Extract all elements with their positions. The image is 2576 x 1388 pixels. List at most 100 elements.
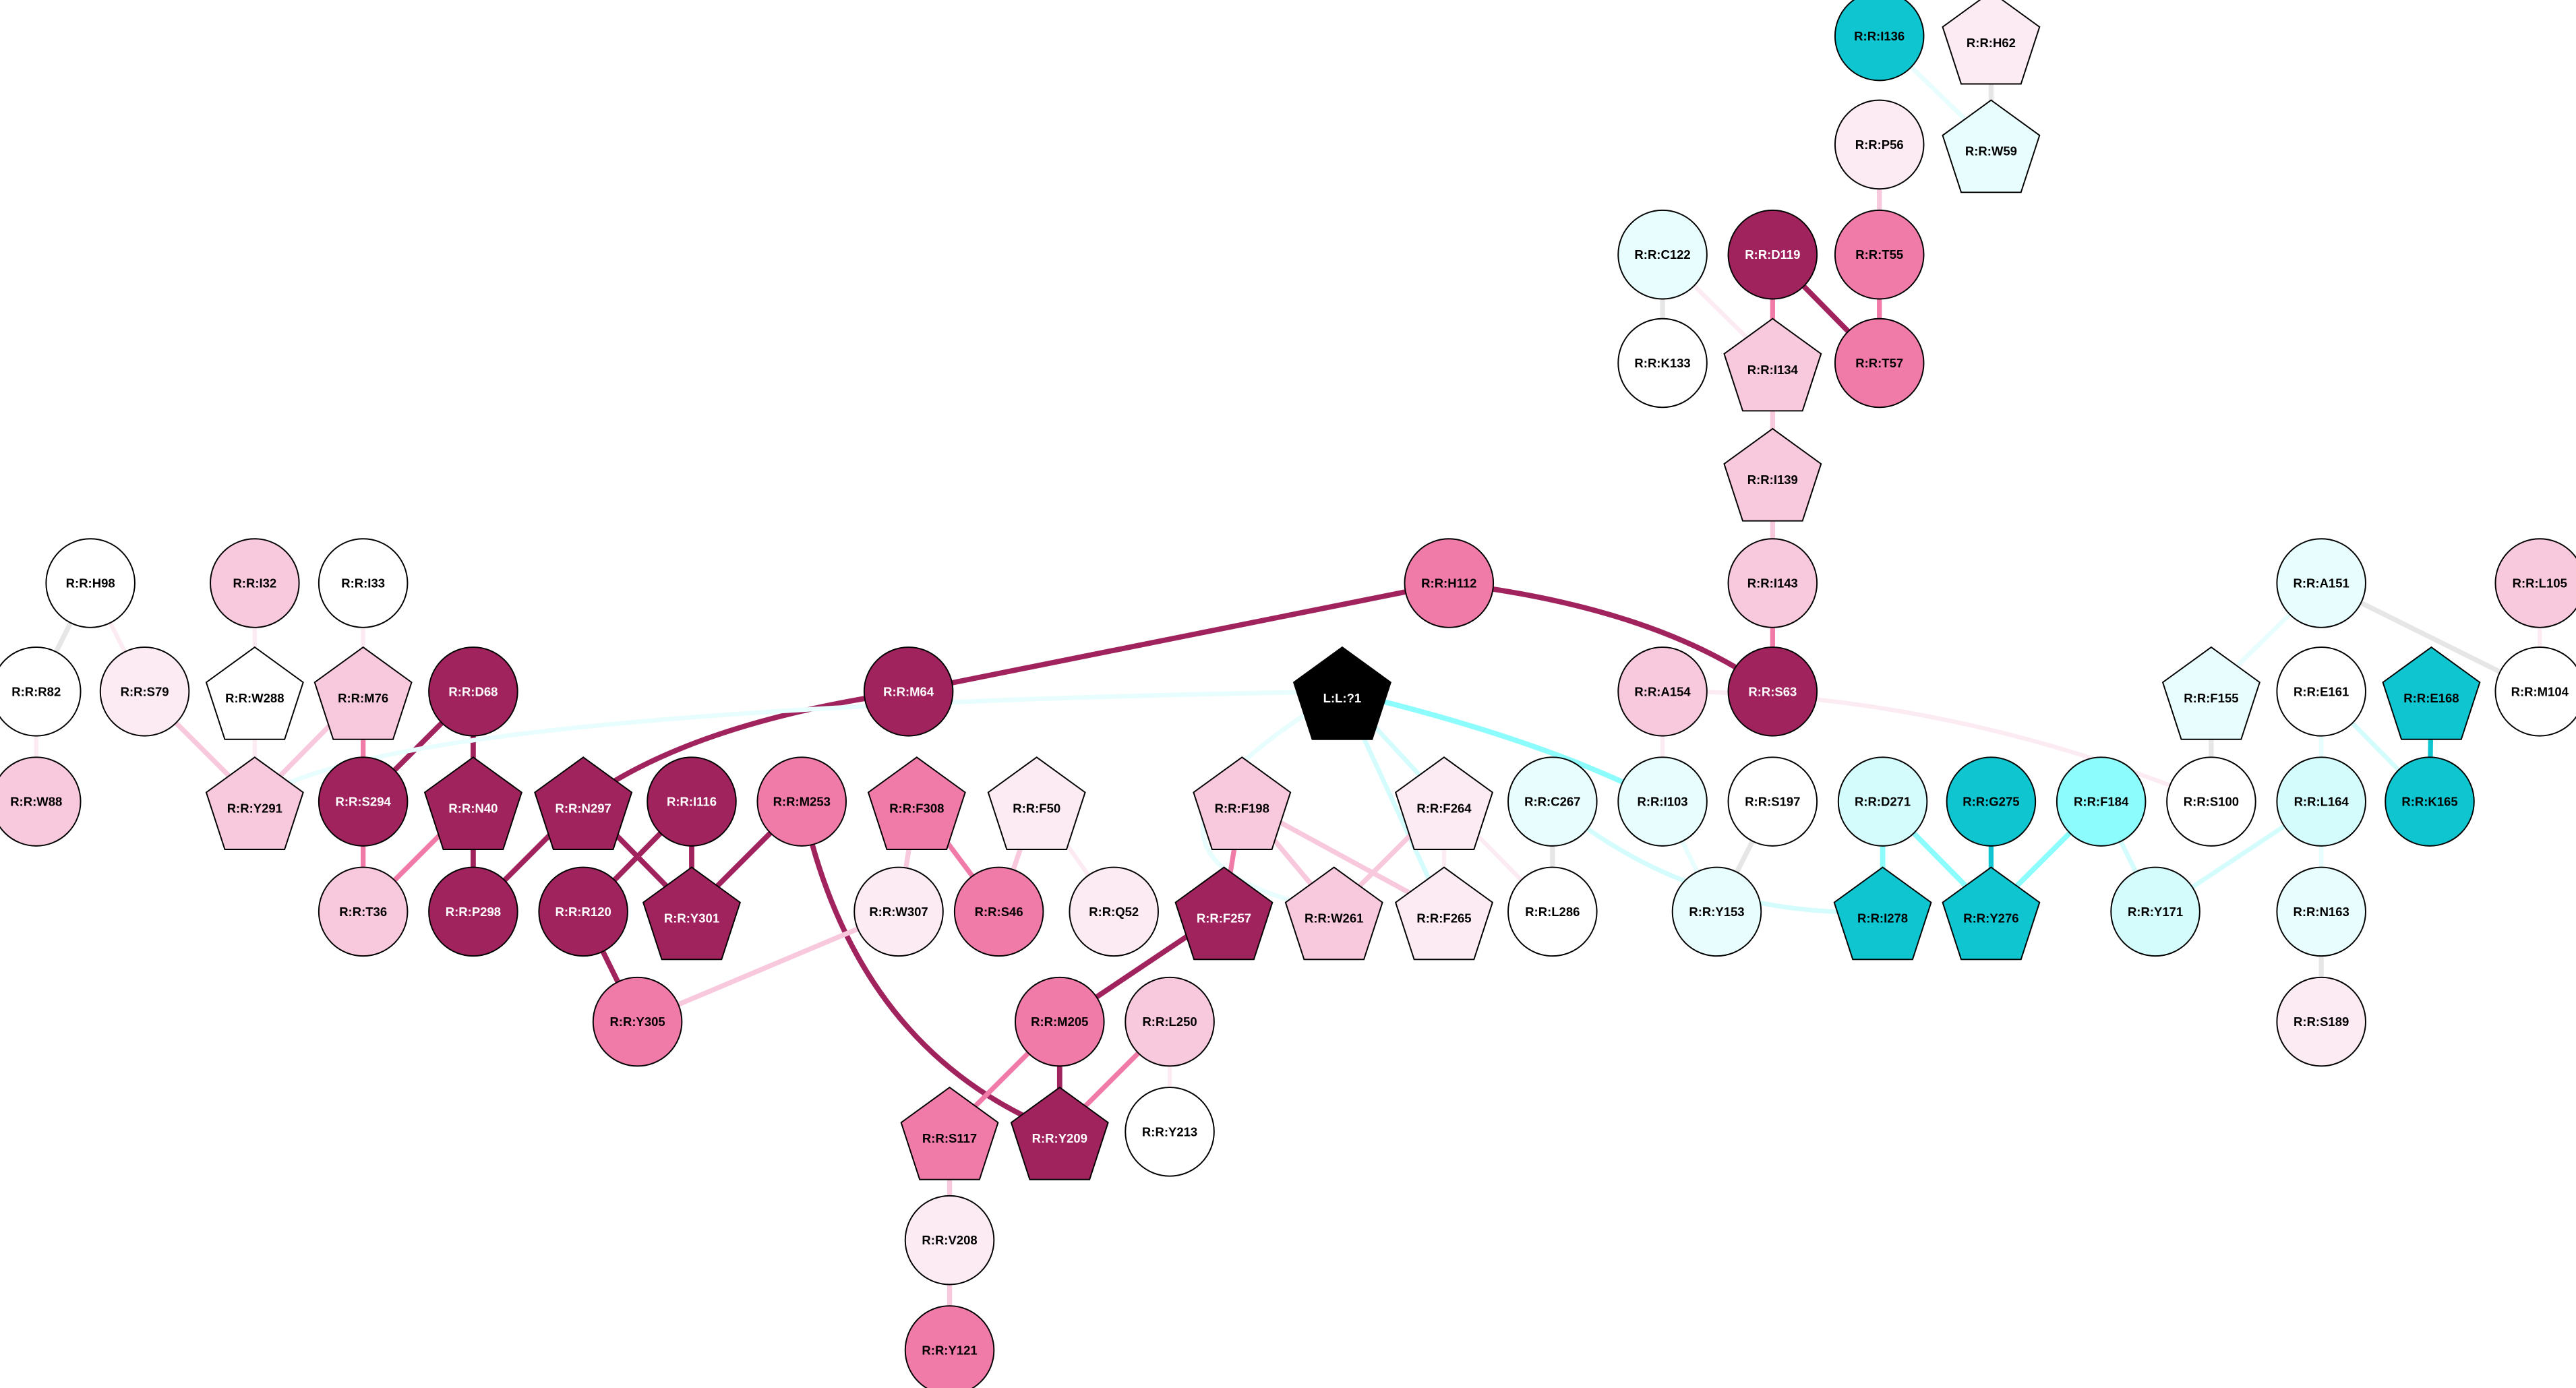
node-r-r-l250[interactable]: R:R:L250 xyxy=(1125,976,1215,1067)
node-label: R:R:I136 xyxy=(1854,29,1905,43)
node-r-r-w307[interactable]: R:R:W307 xyxy=(853,866,944,957)
node-label: R:R:Y171 xyxy=(2128,905,2183,919)
node-r-r-d119[interactable]: R:R:D119 xyxy=(1727,209,1818,300)
node-r-r-d68[interactable]: R:R:D68 xyxy=(428,646,518,737)
node-r-r-m253[interactable]: R:R:M253 xyxy=(756,756,847,847)
node-r-r-s294[interactable]: R:R:S294 xyxy=(318,756,409,847)
node-label: R:R:L105 xyxy=(2513,576,2567,591)
node-r-r-y301[interactable]: R:R:Y301 xyxy=(642,866,742,961)
node-label: R:R:S79 xyxy=(121,684,169,698)
node-r-r-n40[interactable]: R:R:N40 xyxy=(423,756,522,850)
node-r-r-a154[interactable]: R:R:A154 xyxy=(1617,646,1708,737)
node-r-r-i103[interactable]: R:R:I103 xyxy=(1617,756,1708,847)
node-r-r-y276[interactable]: R:R:Y276 xyxy=(1942,866,2041,961)
node-r-r-f308[interactable]: R:R:F308 xyxy=(867,756,966,850)
node-r-r-d271[interactable]: R:R:D271 xyxy=(1837,756,1928,847)
node-r-r-f155[interactable]: R:R:F155 xyxy=(2161,646,2260,740)
node-r-r-q52[interactable]: R:R:Q52 xyxy=(1069,866,1159,957)
node-r-r-k133[interactable]: R:R:K133 xyxy=(1617,318,1708,409)
node-r-r-t36[interactable]: R:R:T36 xyxy=(318,866,409,957)
node-r-r-f50[interactable]: R:R:F50 xyxy=(987,756,1086,850)
node-r-r-c267[interactable]: R:R:C267 xyxy=(1507,756,1598,847)
node-r-r-y121[interactable]: R:R:Y121 xyxy=(904,1305,995,1388)
node-label: R:R:C267 xyxy=(1524,795,1580,809)
node-r-r-w288[interactable]: R:R:W288 xyxy=(205,646,304,740)
node-r-r-f257[interactable]: R:R:F257 xyxy=(1174,866,1274,961)
node-label: R:R:I143 xyxy=(1747,576,1798,591)
node-r-r-f265[interactable]: R:R:F265 xyxy=(1394,866,1494,961)
node-r-r-t57[interactable]: R:R:T57 xyxy=(1834,318,1925,409)
node-r-r-y209[interactable]: R:R:Y209 xyxy=(1010,1086,1109,1180)
node-r-r-e161[interactable]: R:R:E161 xyxy=(2276,646,2366,737)
node-r-r-m64[interactable]: R:R:M64 xyxy=(863,646,954,737)
node-r-r-l164[interactable]: R:R:L164 xyxy=(2276,756,2366,847)
node-r-r-i143[interactable]: R:R:I143 xyxy=(1727,538,1818,628)
node-r-r-h112[interactable]: R:R:H112 xyxy=(1404,538,1495,628)
node-l-l-1[interactable]: L:L:?1 xyxy=(1292,646,1391,740)
node-r-r-y291[interactable]: R:R:Y291 xyxy=(205,756,304,850)
node-r-r-w59[interactable]: R:R:W59 xyxy=(1942,99,2041,193)
node-r-r-s63[interactable]: R:R:S63 xyxy=(1727,646,1818,737)
node-r-r-f264[interactable]: R:R:F264 xyxy=(1394,756,1494,850)
node-r-r-e168[interactable]: R:R:E168 xyxy=(2382,646,2481,740)
node-r-r-s197[interactable]: R:R:S197 xyxy=(1727,756,1818,847)
node-r-r-v208[interactable]: R:R:V208 xyxy=(904,1195,995,1286)
node-label: R:R:I33 xyxy=(341,576,385,591)
node-label: R:R:G275 xyxy=(1963,795,2019,809)
node-r-r-s100[interactable]: R:R:S100 xyxy=(2166,756,2256,847)
node-r-r-m205[interactable]: R:R:M205 xyxy=(1015,976,1105,1067)
node-r-r-n163[interactable]: R:R:N163 xyxy=(2276,866,2366,957)
node-r-r-n297[interactable]: R:R:N297 xyxy=(534,756,633,850)
circle-node-shape xyxy=(2276,976,2366,1067)
node-r-r-m76[interactable]: R:R:M76 xyxy=(313,646,413,740)
node-r-r-s189[interactable]: R:R:S189 xyxy=(2276,976,2366,1067)
pentagon-node-shape xyxy=(1723,427,1822,522)
node-r-r-f198[interactable]: R:R:F198 xyxy=(1193,756,1292,850)
node-r-r-w261[interactable]: R:R:W261 xyxy=(1284,866,1383,961)
node-r-r-s117[interactable]: R:R:S117 xyxy=(900,1086,999,1180)
circle-node-shape xyxy=(592,976,683,1067)
node-r-r-c122[interactable]: R:R:C122 xyxy=(1617,209,1708,300)
node-r-r-r82[interactable]: R:R:R82 xyxy=(0,646,82,737)
circle-node-shape xyxy=(904,1195,995,1286)
node-r-r-i134[interactable]: R:R:I134 xyxy=(1723,318,1822,412)
node-r-r-g275[interactable]: R:R:G275 xyxy=(1946,756,2037,847)
node-r-r-i32[interactable]: R:R:I32 xyxy=(210,538,300,628)
pentagon-node-shape xyxy=(1284,866,1383,961)
node-r-r-i136[interactable]: R:R:I136 xyxy=(1834,0,1925,82)
node-r-r-y213[interactable]: R:R:Y213 xyxy=(1125,1087,1215,1177)
node-r-r-y171[interactable]: R:R:Y171 xyxy=(2110,866,2200,957)
node-r-r-i139[interactable]: R:R:I139 xyxy=(1723,427,1822,522)
node-r-r-k165[interactable]: R:R:K165 xyxy=(2385,756,2475,847)
node-r-r-s79[interactable]: R:R:S79 xyxy=(99,646,190,737)
node-r-r-i33[interactable]: R:R:I33 xyxy=(318,538,409,628)
node-r-r-y305[interactable]: R:R:Y305 xyxy=(592,976,683,1067)
node-r-r-t55[interactable]: R:R:T55 xyxy=(1834,209,1925,300)
node-r-r-p298[interactable]: R:R:P298 xyxy=(428,866,518,957)
node-label: R:R:M104 xyxy=(2511,684,2569,698)
node-r-r-s46[interactable]: R:R:S46 xyxy=(953,866,1044,957)
node-label: R:R:Y209 xyxy=(1032,1131,1087,1145)
node-r-r-h98[interactable]: R:R:H98 xyxy=(45,538,136,628)
node-r-r-a151[interactable]: R:R:A151 xyxy=(2276,538,2366,628)
node-r-r-y153[interactable]: R:R:Y153 xyxy=(1671,866,1762,957)
node-r-r-h62[interactable]: R:R:H62 xyxy=(1942,0,2041,85)
node-r-r-l105[interactable]: R:R:L105 xyxy=(2494,538,2576,628)
node-r-r-i116[interactable]: R:R:I116 xyxy=(647,756,737,847)
node-r-r-w88[interactable]: R:R:W88 xyxy=(0,756,82,847)
circle-node-shape xyxy=(1404,538,1495,628)
node-label: R:R:Y291 xyxy=(227,801,282,815)
node-label: R:R:N163 xyxy=(2294,905,2349,919)
node-label: R:R:S189 xyxy=(2294,1015,2349,1029)
node-r-r-p56[interactable]: R:R:P56 xyxy=(1834,99,1925,190)
node-r-r-m104[interactable]: R:R:M104 xyxy=(2494,646,2576,737)
node-r-r-f184[interactable]: R:R:F184 xyxy=(2056,756,2147,847)
node-r-r-i278[interactable]: R:R:I278 xyxy=(1833,866,1932,961)
circle-node-shape xyxy=(647,756,737,847)
node-r-r-l286[interactable]: R:R:L286 xyxy=(1507,866,1598,957)
pentagon-node-shape xyxy=(205,756,304,850)
node-r-r-r120[interactable]: R:R:R120 xyxy=(538,866,628,957)
node-label: R:R:W288 xyxy=(225,691,284,705)
node-label: R:R:E161 xyxy=(2294,684,2349,698)
